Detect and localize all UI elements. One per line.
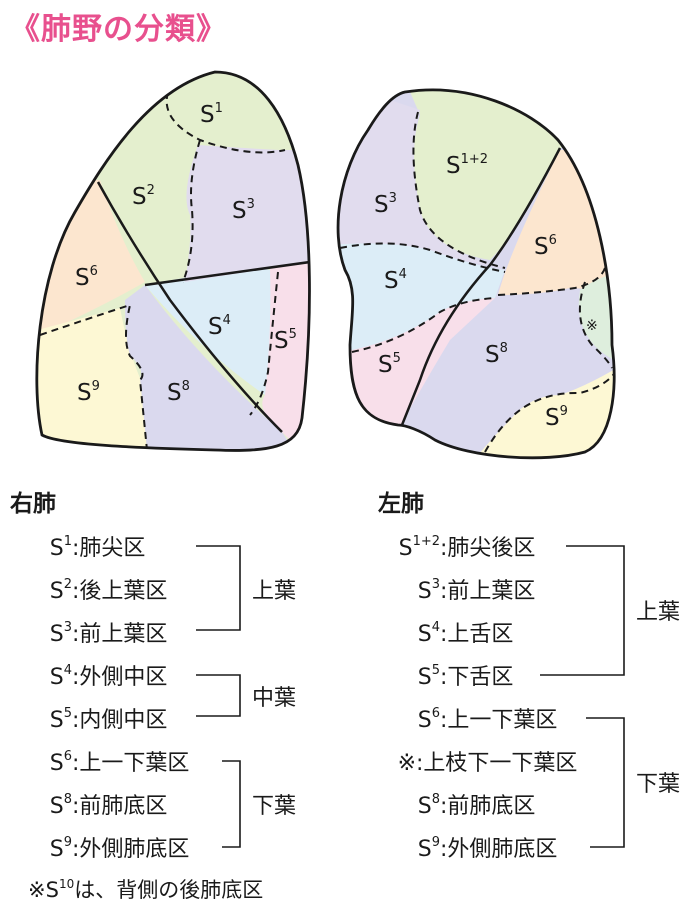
right-upper-bracket (196, 545, 241, 631)
right-s4-label: S4 (208, 313, 231, 340)
left-lower-bracket (586, 717, 625, 848)
left-s6-label: S6 (534, 233, 557, 260)
left-mark-label: ※ (586, 318, 598, 334)
left-legend-row: S5:下舌区 (417, 663, 514, 690)
right-legend-row: S9:外側肺底区 (49, 835, 190, 862)
right-legend-row: S8:前肺底区 (49, 792, 168, 819)
right-legend-row: S4:外側中区 (49, 663, 168, 690)
page-title: 《肺野の分類》 (10, 12, 227, 47)
left-legend-row: S3:前上葉区 (417, 577, 536, 604)
left-legend-row: S4:上舌区 (417, 620, 514, 647)
left-upper-bracket (540, 545, 625, 676)
right-s6-label: S6 (75, 264, 98, 291)
right-s4-region (145, 265, 278, 395)
left-lower-lobe-label: 下葉 (636, 772, 681, 797)
left-s4-label: S4 (384, 267, 407, 294)
left-legend-row: S1+2:肺尖後区 (398, 534, 536, 561)
left-s8-label: S8 (485, 341, 508, 368)
right-legend-row: S1:肺尖区 (49, 534, 146, 561)
left-upper-lobe-label: 上葉 (636, 600, 681, 625)
right-s2-label: S2 (132, 183, 155, 210)
left-legend-row: S8:前肺底区 (417, 792, 536, 819)
left-s4-region (338, 243, 505, 350)
left-legend-row: ※:上枝下一下葉区 (397, 751, 578, 776)
left-s9-label: S9 (545, 404, 568, 431)
right-legend-row: S2:後上葉区 (49, 577, 168, 604)
right-legend-row: S6:上一下葉区 (49, 749, 190, 776)
left-s9-region (470, 360, 615, 458)
right-middle-bracket (196, 674, 241, 717)
right-upper-lobe-label: 上葉 (252, 579, 297, 604)
right-lower-lobe-label: 下葉 (252, 794, 297, 819)
right-legend-row: S3:前上葉区 (49, 620, 168, 647)
left-s3-region (338, 89, 505, 268)
left-legend-row: S6:上一下葉区 (417, 706, 558, 733)
right-s3-region (185, 145, 310, 282)
right-legend-row: S5:内側中区 (49, 706, 168, 733)
left-s1-2-label: S1+2 (446, 152, 488, 179)
lung-segments-diagram: S1 S2 S3 S6 S4 S5 S9 S8 S1+2 S3 S6 S4 ※ … (35, 70, 616, 460)
left-s5-label: S5 (378, 351, 401, 378)
left-mark-region (578, 270, 615, 365)
right-lung-note: ※S10は、背側の後肺底区 (28, 877, 264, 902)
right-middle-lobe-label: 中葉 (252, 686, 297, 711)
right-s3-label: S3 (232, 197, 255, 224)
right-lung-title: 右肺 (10, 491, 56, 517)
right-s9-label: S9 (77, 379, 100, 406)
right-s5-label: S5 (274, 327, 297, 354)
left-lung (336, 88, 616, 460)
right-lower-bracket (222, 760, 241, 848)
left-lung-title: 左肺 (378, 491, 424, 517)
right-s9-region (36, 308, 148, 451)
left-legend-row: S9:外側肺底区 (417, 835, 558, 862)
right-s8-region (125, 285, 300, 451)
right-s1-label: S1 (200, 101, 223, 128)
right-s8-label: S8 (167, 379, 190, 406)
left-s3-label: S3 (374, 191, 397, 218)
left-s5-region (338, 298, 495, 430)
